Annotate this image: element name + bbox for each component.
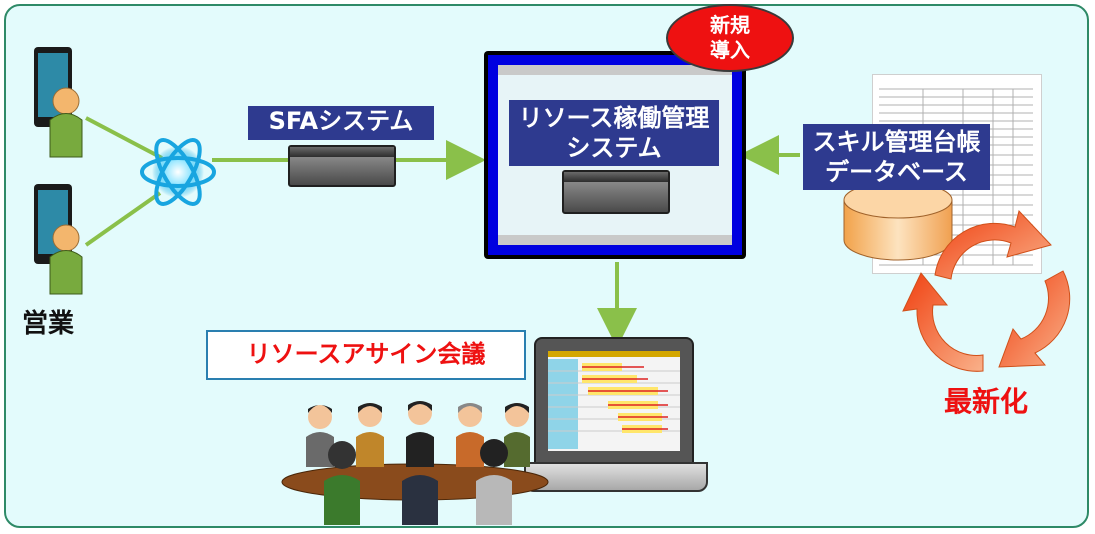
person-with-tablet-icon xyxy=(34,47,83,158)
link-person2 xyxy=(84,191,162,247)
refresh-cycle-icon xyxy=(902,209,1071,372)
link-person1 xyxy=(85,116,163,160)
person-with-tablet-icon xyxy=(34,184,83,295)
skill-db-label: スキル管理台帳 データベース xyxy=(803,124,990,190)
meeting-people-icon xyxy=(281,401,549,525)
laptop-base xyxy=(524,462,708,492)
resource-system-label: リソース稼働管理 システム xyxy=(509,100,719,166)
sales-label: 営業 xyxy=(22,309,75,339)
network-atom-icon xyxy=(140,138,216,206)
sfa-system-label: SFAシステム xyxy=(248,106,434,140)
update-label: 最新化 xyxy=(944,385,1029,418)
resource-server-icon xyxy=(562,170,670,214)
gantt-chart-icon xyxy=(548,351,680,449)
new-badge: 新規 導入 xyxy=(666,4,794,72)
database-cylinder-icon xyxy=(843,181,953,261)
meeting-title: リソースアサイン会議 xyxy=(206,330,526,380)
sfa-server-icon xyxy=(288,145,396,187)
